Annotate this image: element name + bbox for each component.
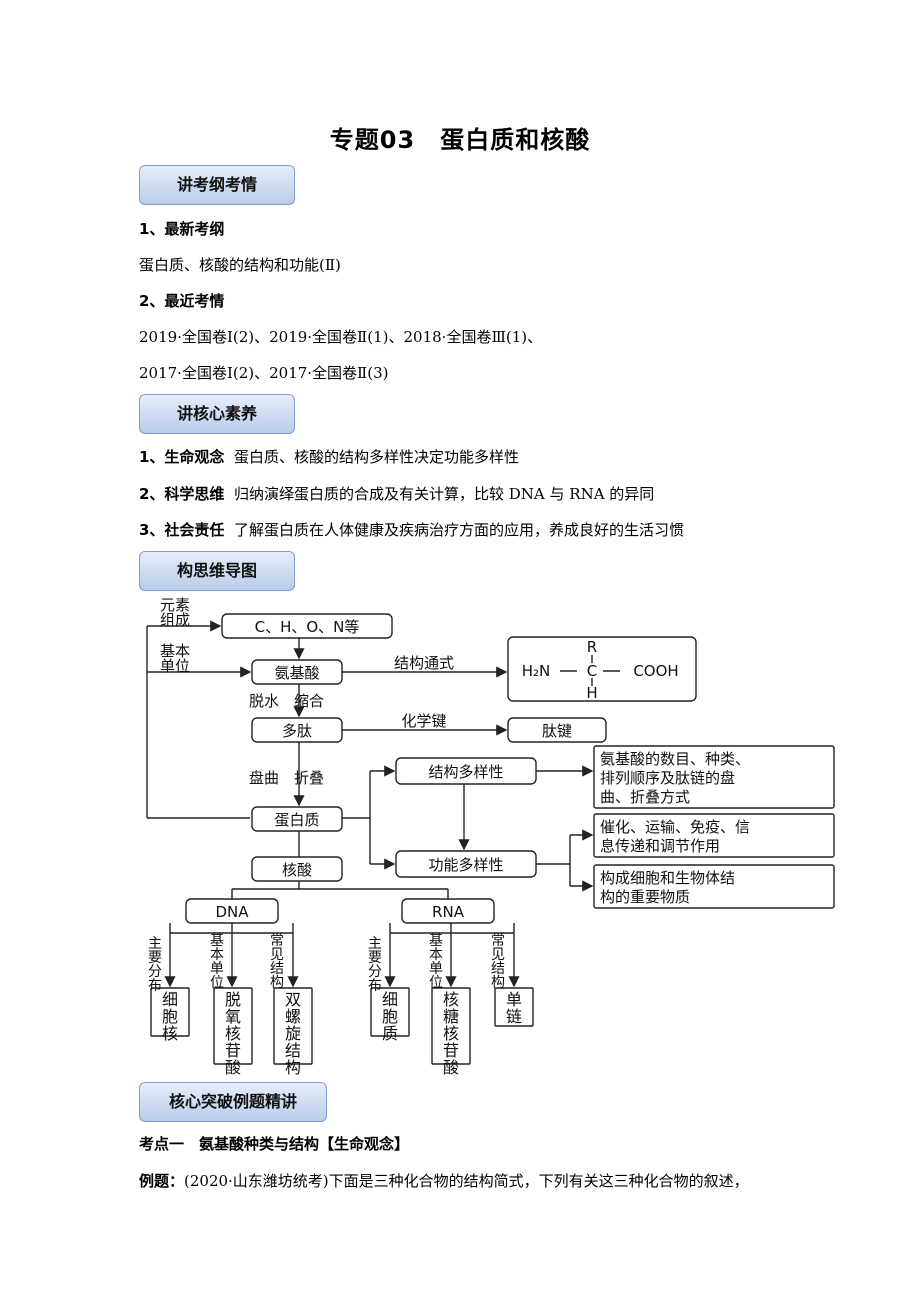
outline-text-3: 2017·全国卷Ⅰ(2)、2017·全国卷Ⅱ(3) bbox=[139, 364, 389, 382]
rna-dist-box-char: 质 bbox=[382, 1024, 398, 1043]
struct-reason-2: 排列顺序及肽链的盘 bbox=[600, 769, 735, 787]
dna-unit-label-char: 本 bbox=[210, 947, 224, 963]
dna-struct-box-char: 旋 bbox=[285, 1024, 301, 1043]
dna-struct-box-char: 螺 bbox=[285, 1007, 301, 1026]
func2-line-1: 构成细胞和生物体结 bbox=[600, 869, 735, 887]
rna-unit-box-char: 核 bbox=[443, 990, 459, 1009]
rna-dist-label-char: 主 bbox=[368, 936, 382, 952]
dna-struct-label-char: 见 bbox=[270, 947, 284, 963]
func1-line-2: 息传递和调节作用 bbox=[600, 837, 720, 855]
dna-box: DNA bbox=[215, 903, 249, 921]
chem-bond-label: 化学键 bbox=[401, 712, 446, 730]
func-diversity-box: 功能多样性 bbox=[428, 856, 503, 874]
unit-label-2: 单位 bbox=[160, 657, 190, 675]
dna-struct-label-char: 常 bbox=[270, 933, 284, 949]
outline-heading-1: 1、最新考纲 bbox=[139, 220, 225, 238]
example-question: 例题：(2020·山东潍坊统考)下面是三种化合物的结构简式，下列有关这三种化合物… bbox=[139, 1172, 749, 1190]
dna-struct-label-char: 构 bbox=[270, 975, 284, 991]
rna-unit-label-char: 位 bbox=[429, 975, 443, 991]
section-example-header: 核心突破例题精讲 bbox=[139, 1082, 327, 1122]
rna-struct-box-char: 单 bbox=[506, 990, 522, 1009]
dna-unit-label-char: 基 bbox=[210, 932, 224, 949]
rna-unit-label-char: 本 bbox=[429, 947, 443, 963]
coil-label: 盘曲 折叠 bbox=[249, 769, 324, 787]
literacy-item-1: 1、生命观念 蛋白质、核酸的结构多样性决定功能多样性 bbox=[139, 448, 520, 466]
element-label-2: 组成 bbox=[160, 611, 190, 629]
nucleic-acid-box: 核酸 bbox=[282, 861, 312, 879]
protein-box: 蛋白质 bbox=[274, 811, 319, 829]
dna-unit-box-char: 脱 bbox=[225, 990, 241, 1009]
func1-line-1: 催化、运输、免疫、信 bbox=[600, 818, 750, 836]
formula-h2n: H₂N bbox=[522, 662, 551, 680]
dna-dist-box-char: 核 bbox=[162, 1024, 178, 1043]
dna-struct-box-char: 双 bbox=[285, 990, 301, 1009]
rna-unit-box-char: 苷 bbox=[443, 1041, 459, 1060]
dna-dist-box-char: 胞 bbox=[162, 1007, 178, 1026]
dna-unit-box-char: 苷 bbox=[225, 1041, 241, 1060]
rna-dist-box-char: 胞 bbox=[382, 1007, 398, 1026]
peptide-bond-box: 肽键 bbox=[542, 722, 572, 740]
dna-dist-label-char: 主 bbox=[148, 936, 162, 952]
dna-dist-label-char: 布 bbox=[148, 978, 162, 994]
rna-box: RNA bbox=[432, 903, 465, 921]
rna-unit-label-char: 单 bbox=[429, 961, 443, 977]
outline-text-1: 蛋白质、核酸的结构和功能(Ⅱ) bbox=[139, 256, 341, 274]
rna-dist-box-char: 细 bbox=[382, 990, 398, 1009]
rna-dist-label-char: 要 bbox=[368, 950, 382, 966]
rna-dist-label-char: 分 bbox=[368, 964, 382, 980]
dna-dist-label-char: 分 bbox=[148, 964, 162, 980]
rna-unit-box-char: 糖 bbox=[443, 1007, 459, 1026]
dehydrate-label: 脱水 缩合 bbox=[249, 692, 324, 710]
outline-heading-2: 2、最近考情 bbox=[139, 292, 225, 310]
rna-unit-label-char: 基 bbox=[429, 932, 443, 949]
page-title: 专题03 蛋白质和核酸 bbox=[329, 126, 591, 154]
unit-label-1: 基本 bbox=[160, 642, 190, 660]
rna-struct-label-char: 结 bbox=[491, 961, 505, 977]
rna-dist-label-char: 布 bbox=[368, 978, 382, 994]
dna-dist-box-char: 细 bbox=[162, 990, 178, 1009]
formula-r: R bbox=[587, 638, 597, 656]
chon-box: C、H、O、N等 bbox=[255, 618, 360, 636]
element-label-1: 元素 bbox=[160, 596, 190, 614]
amino-acid-box: 氨基酸 bbox=[274, 664, 319, 682]
dna-unit-box-char: 酸 bbox=[225, 1058, 241, 1077]
rna-struct-label-char: 构 bbox=[491, 975, 505, 991]
rna-struct-label-char: 见 bbox=[491, 947, 505, 963]
dna-unit-box-char: 氧 bbox=[225, 1007, 241, 1026]
literacy-item-3: 3、社会责任 了解蛋白质在人体健康及疾病治疗方面的应用，养成良好的生活习惯 bbox=[139, 521, 685, 539]
section-literacy-header: 讲核心素养 bbox=[139, 394, 295, 434]
formula-label: 结构通式 bbox=[394, 654, 454, 672]
literacy-item-2: 2、科学思维 归纳演绎蛋白质的合成及有关计算，比较 DNA 与 RNA 的异同 bbox=[139, 485, 655, 503]
dna-struct-label-char: 结 bbox=[270, 961, 284, 977]
rna-unit-box-char: 酸 bbox=[443, 1058, 459, 1077]
outline-text-2: 2019·全国卷Ⅰ(2)、2019·全国卷Ⅱ(1)、2018·全国卷Ⅲ(1)、 bbox=[139, 328, 543, 346]
struct-reason-1: 氨基酸的数目、种类、 bbox=[600, 750, 750, 768]
formula-h: H bbox=[586, 684, 597, 702]
rna-struct-label-char: 常 bbox=[491, 933, 505, 949]
dna-unit-label-char: 单 bbox=[210, 961, 224, 977]
polypeptide-box: 多肽 bbox=[282, 722, 312, 740]
dna-struct-box-char: 结 bbox=[285, 1041, 301, 1060]
formula-cooh: COOH bbox=[633, 662, 678, 680]
formula-c: C bbox=[587, 662, 597, 680]
section-outline-header: 讲考纲考情 bbox=[139, 165, 295, 205]
rna-unit-box-char: 核 bbox=[443, 1024, 459, 1043]
dna-unit-label-char: 位 bbox=[210, 975, 224, 991]
section-mindmap-header: 构思维导图 bbox=[139, 551, 295, 591]
dna-unit-box-char: 核 bbox=[225, 1024, 241, 1043]
rna-struct-box-char: 链 bbox=[506, 1007, 522, 1026]
exam-point: 考点一 氨基酸种类与结构【生命观念】 bbox=[139, 1135, 410, 1153]
func2-line-2: 构的重要物质 bbox=[600, 888, 690, 906]
struct-reason-3: 曲、折叠方式 bbox=[600, 788, 690, 806]
dna-struct-box-char: 构 bbox=[285, 1058, 301, 1077]
dna-dist-label-char: 要 bbox=[148, 950, 162, 966]
struct-diversity-box: 结构多样性 bbox=[428, 763, 503, 781]
